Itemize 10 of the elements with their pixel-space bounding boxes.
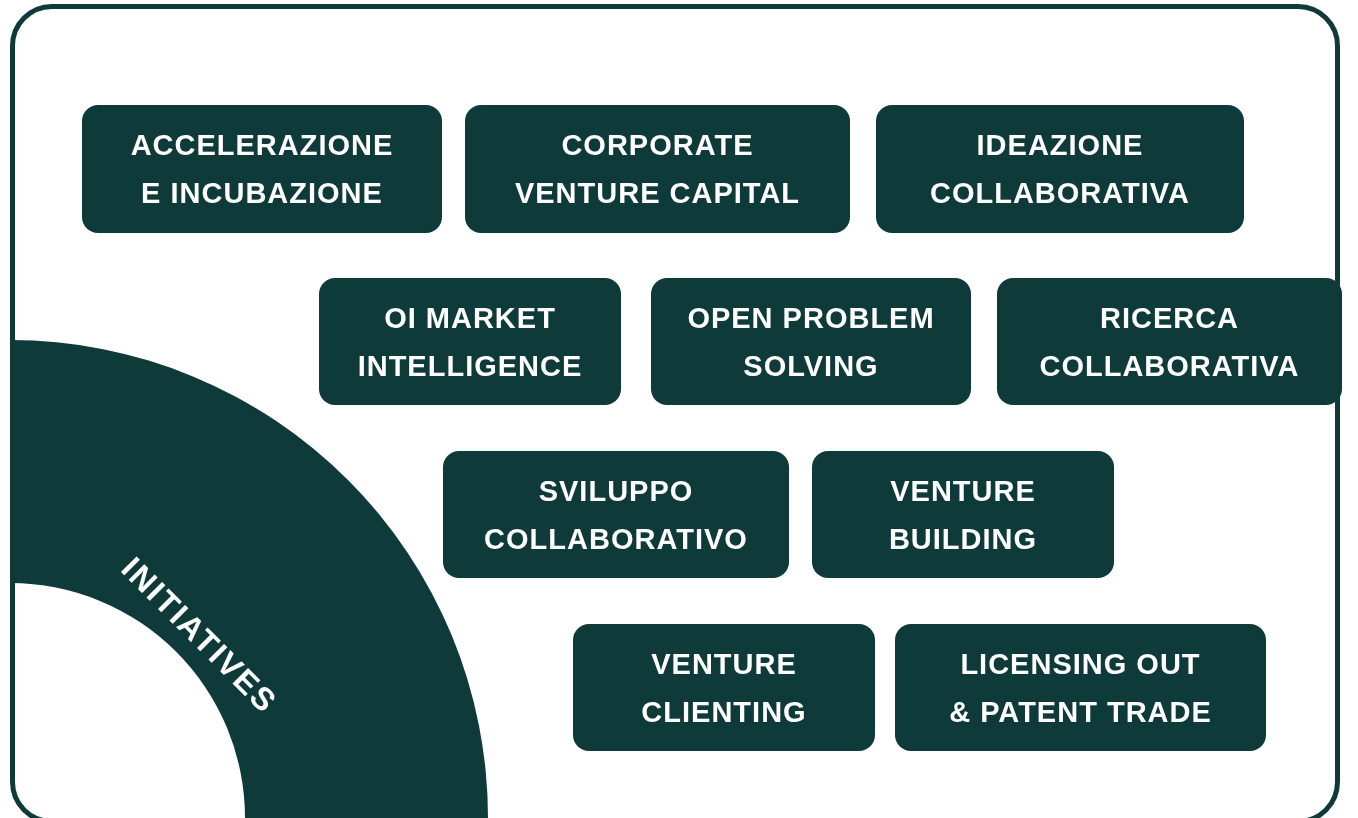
initiative-card: ACCELERAZIONE E INCUBAZIONE [82, 105, 442, 233]
initiative-card: VENTURE BUILDING [812, 451, 1114, 578]
initiative-card: OI MARKET INTELLIGENCE [319, 278, 621, 405]
initiative-card: VENTURE CLIENTING [573, 624, 875, 751]
initiative-card: IDEAZIONE COLLABORATIVA [876, 105, 1244, 233]
initiative-card: SVILUPPO COLLABORATIVO [443, 451, 789, 578]
initiative-card: CORPORATE VENTURE CAPITAL [465, 105, 850, 233]
initiative-card: RICERCA COLLABORATIVA [997, 278, 1342, 405]
initiative-card: OPEN PROBLEM SOLVING [651, 278, 971, 405]
initiative-card: LICENSING OUT & PATENT TRADE [895, 624, 1266, 751]
